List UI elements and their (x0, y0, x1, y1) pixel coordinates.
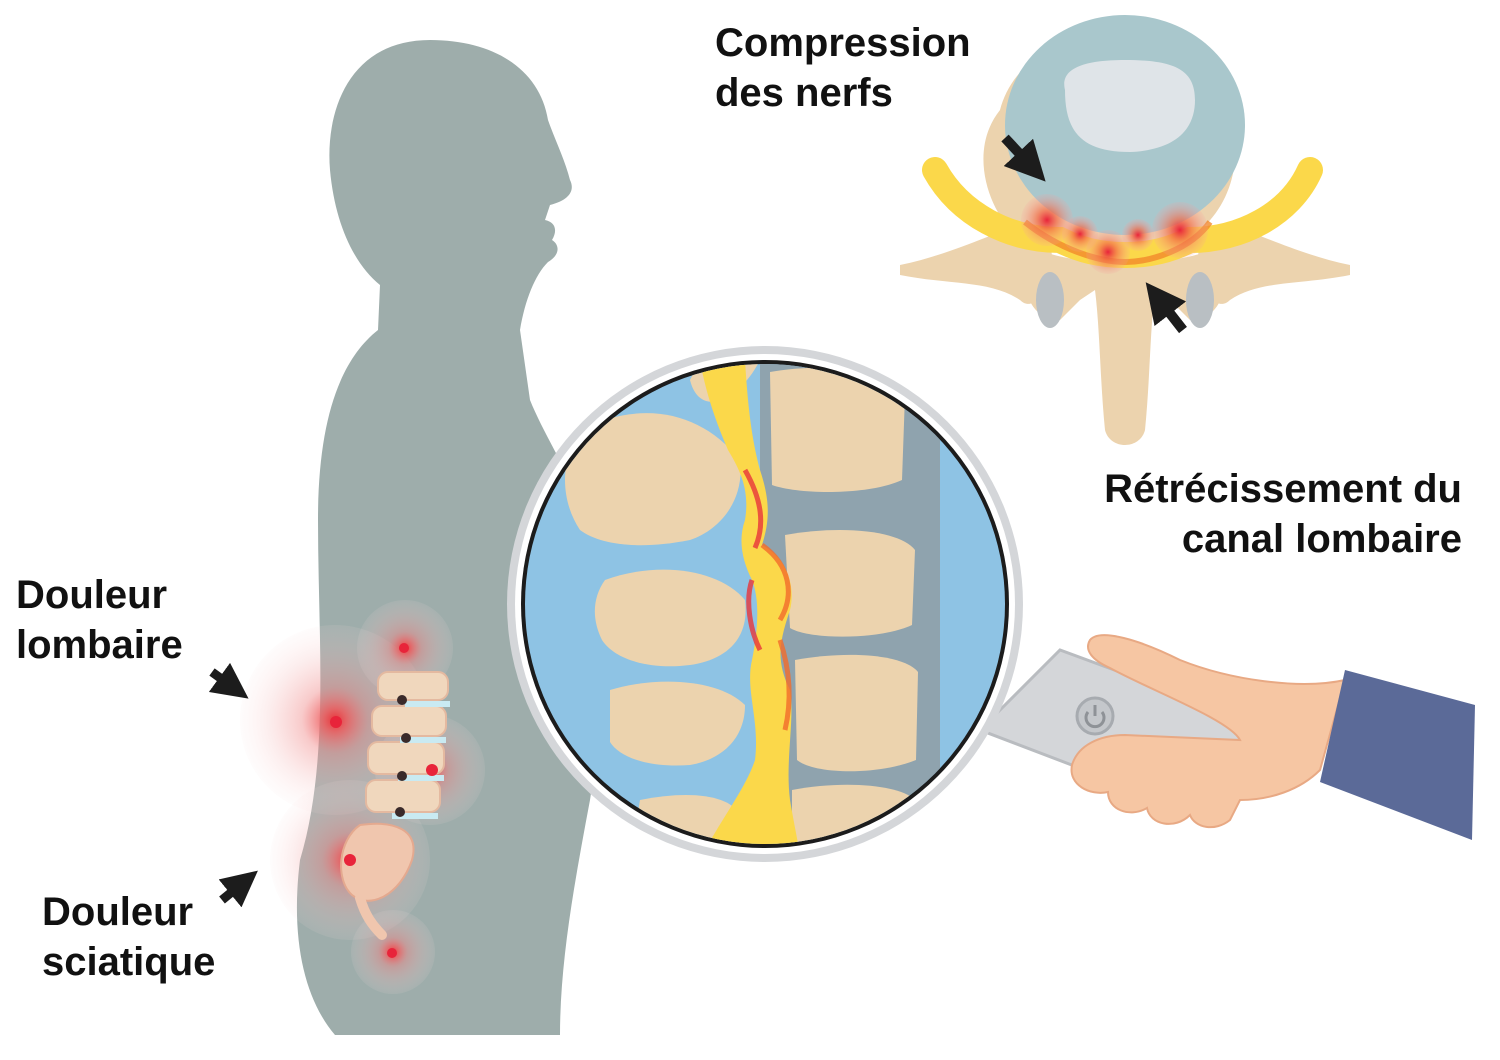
label-lumbar-pain: Douleur lombaire (16, 570, 183, 670)
label-sciatic-pain-line1: Douleur (42, 890, 194, 934)
label-lumbar-pain-line2: lombaire (16, 623, 183, 667)
magnifier-lens (507, 346, 1023, 862)
arrow-lumbar-pain (208, 662, 249, 699)
label-sciatic-pain: Douleur sciatique (42, 887, 215, 987)
label-canal-narrowing-line1: Rétrécissement du (1104, 467, 1462, 511)
label-nerve-compression: Compression des nerfs (715, 18, 971, 118)
hand (1070, 634, 1475, 840)
arrow-nerve-compression (1001, 134, 1046, 182)
label-nerve-compression-line2: des nerfs (715, 71, 893, 115)
label-canal-narrowing-line2: canal lombaire (1181, 517, 1462, 561)
label-lumbar-pain-line1: Douleur (16, 573, 168, 617)
vertebra-cross-section (900, 15, 1350, 445)
label-nerve-compression-line1: Compression (715, 21, 971, 65)
label-canal-narrowing: Rétrécissement du canal lombaire (1000, 464, 1462, 564)
lower-spine (330, 643, 450, 958)
arrow-canal-narrowing (1145, 282, 1187, 334)
label-sciatic-pain-line2: sciatique (42, 940, 216, 984)
arrow-sciatic-pain (218, 870, 258, 908)
